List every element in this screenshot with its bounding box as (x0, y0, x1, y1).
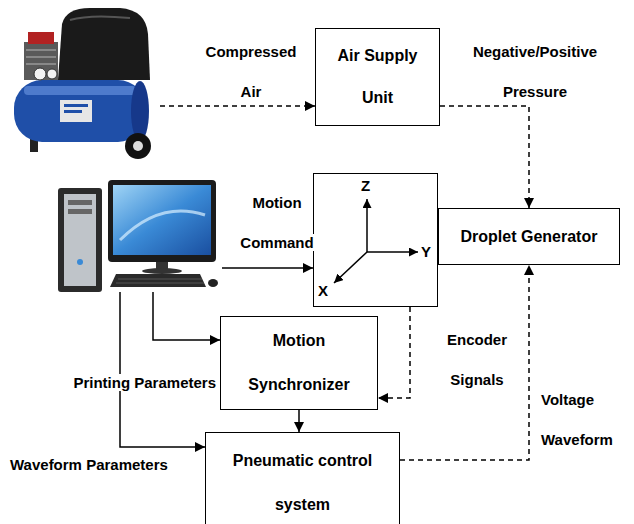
air-line (160, 105, 315, 107)
box-label: Pneumatic control system (224, 439, 381, 524)
axis-label: Z (361, 178, 370, 194)
box-label: Droplet Generator (449, 227, 609, 247)
signal-lines (120, 106, 315, 447)
label-box: Motion Command (236, 183, 318, 263)
edge-label-box: Encoder Signals (437, 320, 517, 400)
flow-label: Motion Command (240, 194, 313, 251)
parameter-line (120, 292, 205, 447)
axis-frame: Z Y X (313, 173, 438, 307)
axis-label: X (318, 283, 328, 299)
signal-label: Voltage Waveform (541, 391, 613, 448)
process-box: Air Supply Unit (315, 28, 440, 126)
connector-arrow (440, 106, 529, 208)
xyz-axes (334, 199, 418, 283)
parameter-line (153, 292, 220, 340)
process-box: Pneumatic control system (205, 432, 400, 524)
process-box: Motion Synchronizer (220, 316, 378, 410)
connector-arrow (378, 307, 410, 398)
flow-label: Compressed Air (206, 43, 297, 100)
box-label: Motion Synchronizer (231, 319, 367, 407)
input-label: Printing Parameters (73, 374, 216, 391)
edge-label-box: Voltage Waveform (541, 380, 629, 460)
box-label: Air Supply Unit (328, 35, 427, 119)
connector-arrow (400, 265, 529, 460)
signal-label: Encoder Signals (447, 331, 507, 388)
desktop-computer (58, 180, 218, 292)
axis-label: Y (421, 244, 431, 260)
connector-arrow (298, 410, 300, 432)
label-box: Compressed Air (196, 32, 306, 112)
air-compressor (14, 8, 151, 159)
edge-label-box: Negative/Positive Pressure (445, 32, 625, 112)
input-label: Waveform Parameters (10, 456, 168, 473)
process-box: Droplet Generator (438, 208, 620, 265)
command-line (222, 267, 313, 269)
label-box: Waveform Parameters (10, 455, 202, 475)
signal-label: Negative/Positive Pressure (473, 43, 597, 100)
label-box: Printing Parameters (24, 373, 216, 393)
